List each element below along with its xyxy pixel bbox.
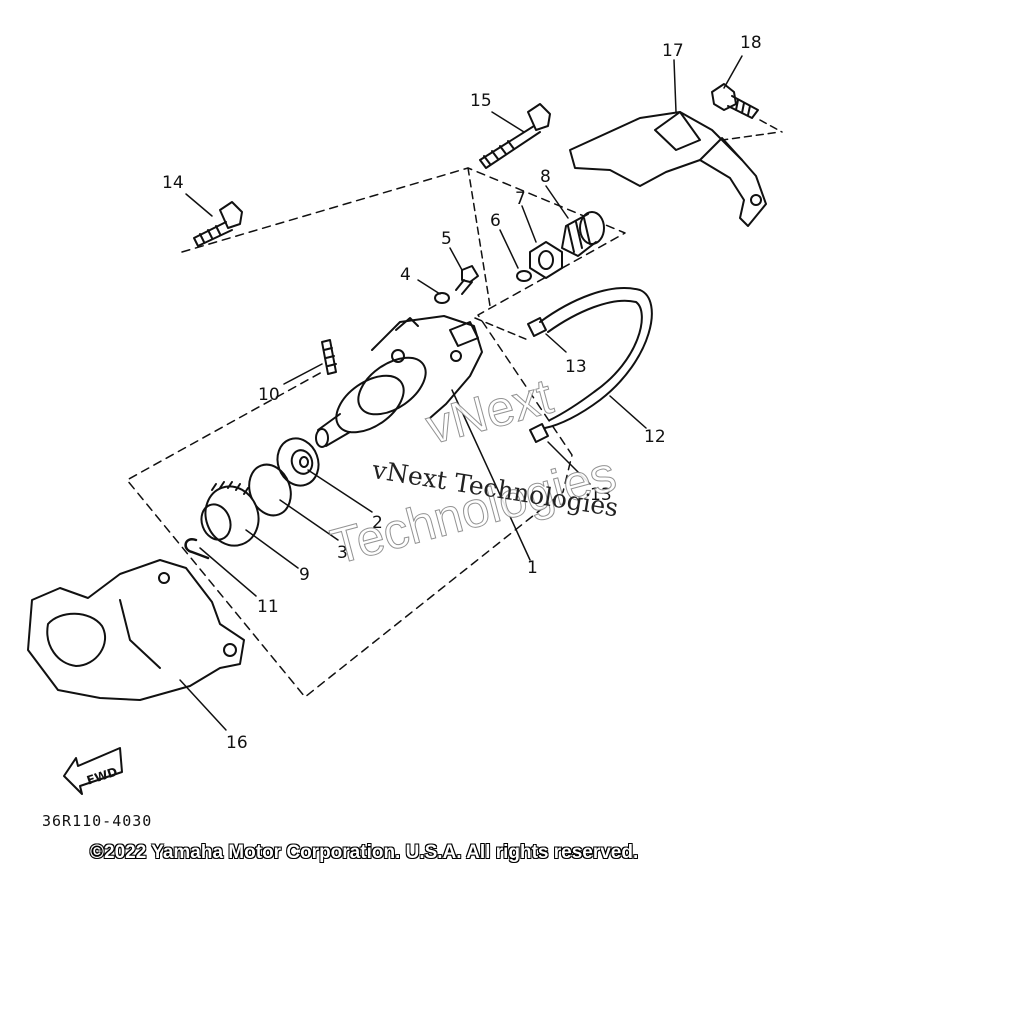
gear-9	[200, 481, 260, 547]
cover-bracket-17	[569, 111, 767, 227]
callout-2: 2	[372, 513, 383, 533]
leader-13a	[545, 333, 567, 353]
leader-1	[451, 389, 531, 561]
leader-4	[417, 279, 441, 295]
oil-pump-body	[315, 315, 483, 448]
washer-4	[434, 292, 450, 304]
washer-6	[516, 270, 532, 282]
leader-6	[499, 229, 519, 269]
callout-18: 18	[740, 33, 762, 53]
leader-5	[449, 247, 463, 271]
leader-2	[307, 469, 373, 513]
leader-dashed-18	[759, 119, 783, 133]
leader-dashed-bolt	[467, 167, 491, 307]
clamp-13-upper	[527, 317, 547, 337]
callout-13-upper: 13	[565, 357, 587, 377]
callout-15: 15	[470, 91, 492, 111]
callout-17: 17	[662, 41, 684, 61]
copyright-notice: ©2022 Yamaha Motor Corporation. U.S.A. A…	[90, 842, 639, 863]
small-bolt-5	[455, 265, 479, 295]
leader-8	[545, 185, 569, 219]
callout-9: 9	[299, 565, 310, 585]
leader-dashed-13	[474, 317, 529, 341]
hose-12	[539, 287, 653, 429]
callout-1: 1	[527, 558, 538, 578]
callout-10: 10	[258, 385, 280, 405]
screw-18	[711, 83, 759, 119]
leader-15	[491, 111, 525, 133]
long-bolt-15	[479, 103, 551, 169]
callout-13-lower: 13	[590, 485, 612, 505]
callout-6: 6	[490, 211, 501, 231]
leader-17	[673, 59, 677, 113]
clip-11	[184, 538, 210, 560]
callout-4: 4	[400, 265, 411, 285]
callout-12: 12	[644, 427, 666, 447]
clamp-13-lower	[529, 423, 549, 443]
leader-7	[521, 205, 537, 243]
callout-8: 8	[540, 167, 551, 187]
leader-9	[245, 529, 299, 569]
nut-7	[529, 241, 563, 279]
callout-11: 11	[257, 597, 279, 617]
housing-16	[27, 559, 245, 701]
callout-3: 3	[337, 543, 348, 563]
callout-16: 16	[226, 733, 248, 753]
leader-14	[185, 193, 213, 217]
fwd-arrow-icon	[63, 747, 123, 795]
leader-13b	[547, 441, 591, 485]
plug-8	[561, 211, 605, 257]
leader-18	[723, 55, 743, 89]
leader-12	[609, 395, 647, 429]
callout-14: 14	[162, 173, 184, 193]
pin-10	[321, 339, 337, 375]
leader-3	[279, 499, 339, 541]
assembly-boundary-dashed	[126, 167, 626, 698]
leader-11	[199, 547, 257, 597]
leader-16	[179, 679, 227, 731]
diagram-code: 36R110-4030	[42, 812, 153, 830]
callout-7: 7	[515, 189, 526, 209]
leader-10	[283, 363, 323, 385]
callout-5: 5	[441, 229, 452, 249]
bolt-14	[193, 201, 243, 247]
